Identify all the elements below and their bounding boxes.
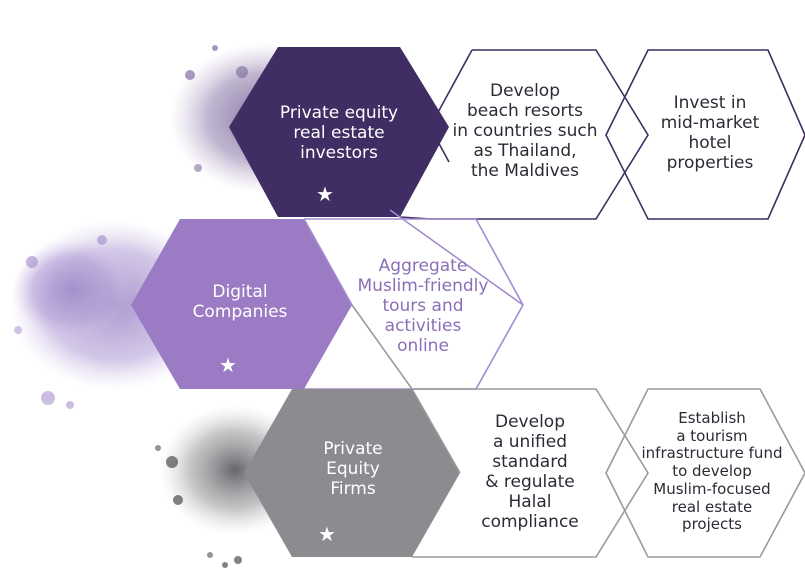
idea-hexagon-tourism-fund-outline — [605, 388, 805, 558]
connector-purple-diag — [389, 209, 524, 306]
connector-gray-diag — [351, 304, 413, 390]
idea-label-halal: Develop a unified standard & regulate Ha… — [481, 411, 579, 533]
category-hexagon-private-equity-firms — [244, 389, 460, 557]
idea-label-beach-resorts: Develop beach resorts in countries such … — [452, 80, 598, 182]
idea-hexagon-aggregate-outline-diag — [303, 218, 353, 306]
category-hexagon-digital-companies — [131, 219, 352, 389]
idea-hexagon-beach-resorts-outline-left-top — [429, 49, 473, 128]
idea-label-tourism-fund: Establish a tourism infrastructure fund … — [641, 409, 783, 534]
idea-label-aggregate: Aggregate Muslim-friendly tours and acti… — [357, 255, 489, 357]
idea-hexagon-halal-outline — [412, 388, 649, 558]
idea-hexagon-halal-outline-diag — [411, 388, 461, 474]
idea-hexagon-mid-market-outline — [605, 49, 805, 220]
star-icon: ★ — [318, 522, 336, 546]
star-icon: ★ — [219, 353, 237, 377]
star-icon: ★ — [316, 182, 334, 206]
category-hexagon-private-equity-real-estate — [229, 47, 449, 217]
idea-hexagon-beach-resorts-outline-left-bottom — [429, 126, 450, 163]
category-label-private-equity-firms: Private Equity Firms — [323, 438, 383, 500]
category-label-private-equity-real-estate: Private equity real estate investors — [279, 102, 399, 164]
idea-label-mid-market: Invest in mid-market hotel properties — [660, 92, 760, 174]
category-label-digital-companies: Digital Companies — [192, 281, 288, 322]
